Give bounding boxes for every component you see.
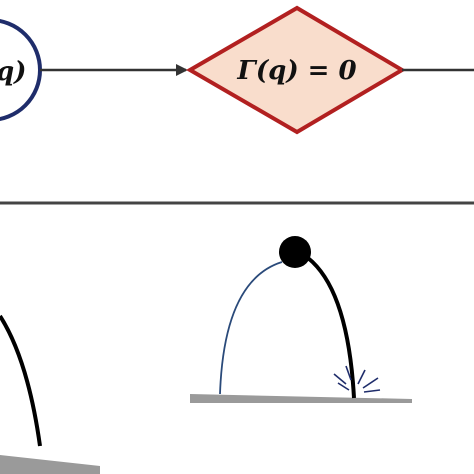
guard-condition-label: Γ(q) = 0 [236,56,356,86]
walker-left [0,314,100,474]
walker-right [190,236,412,403]
impact-marks-icon [333,365,381,393]
state-node-label: q) [0,57,26,87]
right-ground [190,394,412,403]
flow-row: q) Γ(q) = 0 [0,5,474,135]
left-ground [0,455,100,474]
hip-mass [279,236,311,268]
swing-leg [219,261,283,395]
stance-leg [306,256,356,399]
left-stance-leg [0,314,42,447]
